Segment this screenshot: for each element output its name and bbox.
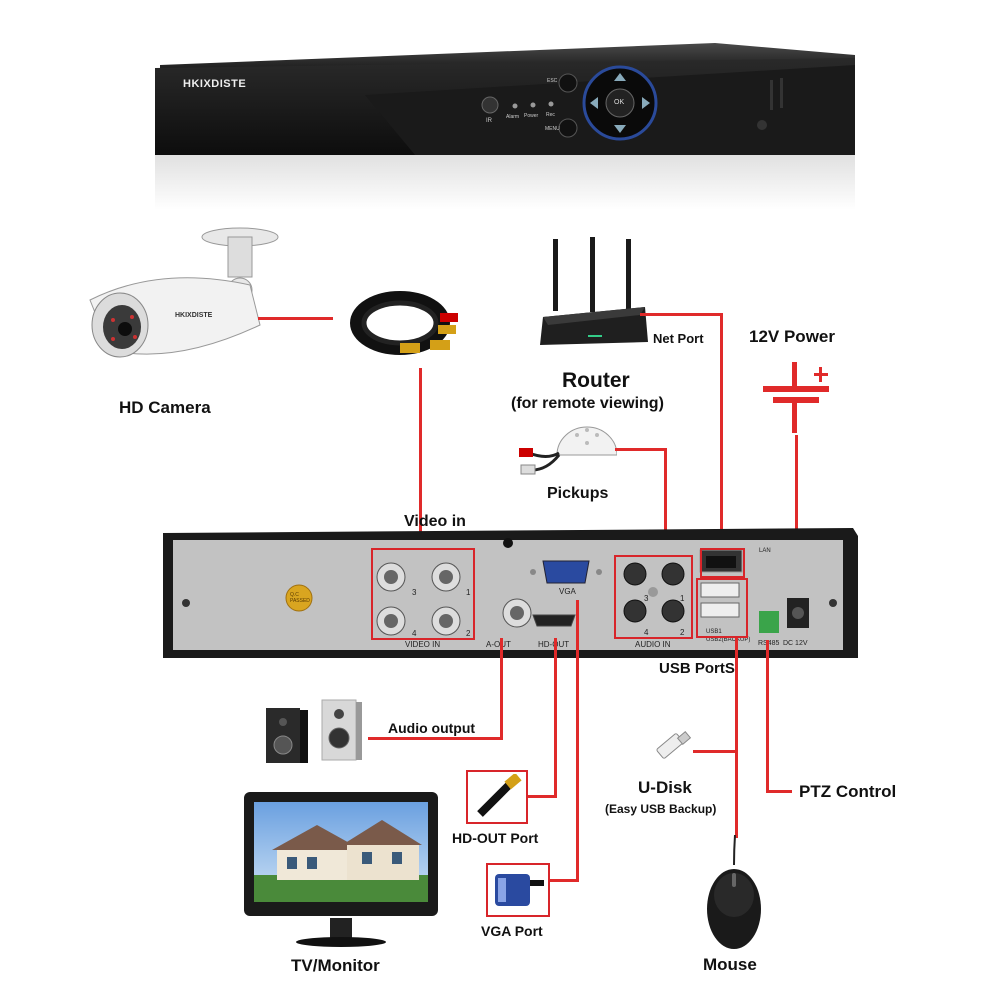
wire-vga-left xyxy=(550,879,579,882)
qc-sticker: Q.C PASSED xyxy=(290,592,310,604)
tv-monitor-graphic xyxy=(242,790,440,950)
usb-drive-icon xyxy=(656,731,692,759)
wire-aout-down xyxy=(500,638,503,740)
wire-power-to-dc xyxy=(795,435,798,590)
speaker-icon xyxy=(266,699,362,763)
vga-cable-graphic xyxy=(490,866,548,914)
hd-camera-label: HD Camera xyxy=(119,398,211,417)
wire-cable-to-video-in xyxy=(419,368,422,546)
audio-ch-1-label: 1 xyxy=(680,594,685,603)
led-label-rec: Rec xyxy=(546,112,555,118)
wire-router-right xyxy=(640,313,723,316)
wire-ptz-horizontal xyxy=(766,790,792,793)
bnc-cable-graphic xyxy=(350,285,470,365)
dc-power-symbol xyxy=(760,362,835,437)
u-disk-sub-label: (Easy USB Backup) xyxy=(605,802,717,816)
router-sub-label: (for remote viewing) xyxy=(511,395,664,412)
rear-panel-graphic xyxy=(163,528,858,658)
router-icon xyxy=(540,237,648,345)
esc-button-label: ESC xyxy=(547,78,558,84)
hdmi-cable-box xyxy=(466,770,528,824)
wire-camera-to-cable xyxy=(258,317,333,320)
monitor-icon xyxy=(244,792,438,947)
ir-label: IR xyxy=(486,118,492,124)
audio-in-highlight-box xyxy=(614,555,693,639)
cable-coil-icon xyxy=(350,291,458,355)
vga-port-callout: VGA Port xyxy=(481,923,543,939)
usb-highlight-box xyxy=(696,578,748,638)
wire-pickup-right xyxy=(615,448,667,451)
audio-output-label: Audio output xyxy=(388,720,476,736)
hdmi-cable-graphic xyxy=(470,772,525,820)
dvr-rear-panel: Q.C PASSED 3 1 4 2 VIDEO IN A-OUT HD-OUT… xyxy=(163,528,858,663)
mouse-graphic xyxy=(702,834,767,950)
a-out-port-label: A-OUT xyxy=(486,640,511,649)
lan-port-label: LAN xyxy=(759,548,771,554)
lan-highlight-box xyxy=(700,548,745,578)
pickup-microphone-graphic xyxy=(517,415,618,480)
hd-out-port-callout: HD-OUT Port xyxy=(452,830,539,846)
mouse-icon xyxy=(707,834,761,949)
wire-usb-down xyxy=(735,638,738,838)
usb2-port-label: USB2(BACKUP) xyxy=(706,637,751,643)
svg-text:HKIXDISTE: HKIXDISTE xyxy=(175,312,213,319)
wire-vga-down xyxy=(576,600,579,882)
ch-4-label: 4 xyxy=(412,629,417,638)
hd-out-port-label: HD-OUT xyxy=(538,640,569,649)
audio-in-port-label: AUDIO IN xyxy=(635,640,671,649)
ch-2-label: 2 xyxy=(466,629,471,638)
menu-button-label: MENU xyxy=(545,126,560,132)
ch-3-label: 3 xyxy=(412,588,417,597)
power-12v-label: 12V Power xyxy=(749,327,835,346)
video-in-highlight-box xyxy=(371,548,475,640)
router-label: Router xyxy=(562,369,630,392)
tv-monitor-label: TV/Monitor xyxy=(291,956,380,975)
wire-router-down-to-lan xyxy=(720,313,723,550)
u-disk-graphic xyxy=(653,728,693,768)
usb-ports-label: USB PortS xyxy=(659,660,735,677)
hdmi-plug-icon xyxy=(477,772,522,817)
u-disk-label: U-Disk xyxy=(638,778,692,797)
wire-pickup-down xyxy=(664,448,667,556)
pickups-label: Pickups xyxy=(547,485,609,502)
ptz-control-label: PTZ Control xyxy=(799,782,897,801)
bullet-camera-icon: HKIXDISTE xyxy=(89,227,279,358)
dvr-front-unit: HKIXDISTE IR Alarm Power Rec ESC MENU OK xyxy=(155,40,855,210)
video-in-port-label: VIDEO IN xyxy=(405,640,441,649)
led-label-alarm: Alarm xyxy=(506,114,520,120)
speakers-graphic xyxy=(264,698,364,768)
wire-usb-to-udisk xyxy=(693,750,737,753)
ch-1-label: 1 xyxy=(466,588,471,597)
led-label-power: Power xyxy=(524,113,539,119)
audio-ch-2-label: 2 xyxy=(680,628,685,637)
router-graphic xyxy=(540,237,650,352)
mouse-label: Mouse xyxy=(703,955,757,974)
dvr-brand-logo: HKIXDISTE xyxy=(183,78,247,90)
wire-hdout-left xyxy=(528,795,557,798)
audio-ch-4-label: 4 xyxy=(644,628,649,637)
wire-aout-left xyxy=(368,737,503,740)
pickup-mic-icon xyxy=(519,426,618,475)
ok-button-label: OK xyxy=(614,99,625,106)
audio-ch-3-label: 3 xyxy=(644,594,649,603)
hd-camera-graphic: HKIXDISTE xyxy=(80,225,280,375)
usb1-port-label: USB1 xyxy=(706,629,722,635)
vga-cable-box xyxy=(486,863,550,917)
vga-plug-icon xyxy=(495,874,544,906)
dvr-front-graphic xyxy=(155,43,855,210)
wire-dc-to-ptz xyxy=(766,640,769,793)
wire-hdout-down xyxy=(554,638,557,798)
dc12v-port-label: DC 12V xyxy=(783,640,808,647)
net-port-label: Net Port xyxy=(653,331,704,346)
vga-port-label: VGA xyxy=(559,587,576,596)
battery-symbol-icon xyxy=(763,362,829,433)
video-in-label: Video in xyxy=(404,513,466,530)
